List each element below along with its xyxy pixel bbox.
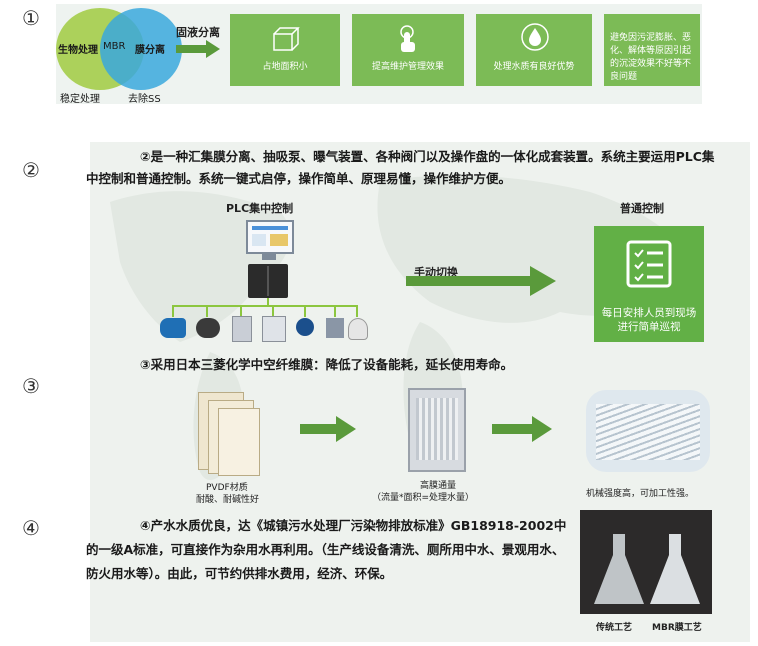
s3-arrow1-head — [336, 416, 356, 442]
caption-high-flux: 高膜通量 — [420, 481, 457, 491]
manual-switch-arrow-body — [406, 276, 530, 286]
caption-traditional-process: 传统工艺 — [596, 623, 633, 633]
s1-arrow-body — [176, 45, 206, 53]
bus-drop — [206, 305, 208, 317]
caption-mbr-process: MBR膜工艺 — [652, 623, 702, 633]
section-number-1: ① — [22, 6, 40, 30]
s3-arrow2-body — [492, 424, 532, 434]
caption-flux-formula: （流量*面积=处理水量） — [372, 493, 475, 503]
section3-paragraph: ③采用日本三菱化学中空纤维膜：降低了设备能耗，延长使用寿命。 — [140, 357, 514, 372]
section-number-4: ④ — [22, 516, 40, 540]
venn-label-left: 生物处理 — [58, 45, 98, 56]
caption-pvdf-resistance: 耐酸、耐碱性好 — [196, 495, 260, 505]
bus-drop — [172, 305, 174, 317]
venn-circle-membrane — [100, 8, 182, 90]
venn-label-center: MBR — [103, 41, 126, 52]
venn-label-below-right: 去除SS — [128, 94, 161, 105]
feature-label-sludge: 避免因污泥膨胀、恶化、解体等原因引起的沉淀效果不好等不良问题 — [610, 33, 692, 82]
monitor-icon — [246, 220, 294, 254]
cube-icon — [273, 27, 300, 51]
membrane-module-image — [198, 392, 260, 476]
plc-control-label: PLC集中控制 — [226, 202, 294, 215]
feature-box-sludge: 避免因污泥膨胀、恶化、解体等原因引起的沉淀效果不好等不良问题 — [604, 14, 700, 86]
water-drop-icon — [521, 23, 549, 51]
feature-box-water-quality: 处理水质有良好优势 — [476, 14, 592, 86]
panel-icon — [262, 316, 286, 342]
venn-label-right: 膜分离 — [135, 45, 165, 56]
manual-control-text: 每日安排人员到现场进行简单巡视 — [601, 307, 697, 333]
feature-label-footprint: 占地面积小 — [262, 62, 308, 72]
manual-switch-arrow-head — [530, 266, 556, 296]
feature-label-water-quality: 处理水质有良好优势 — [493, 62, 575, 72]
section4-paragraph: ④产水水质优良，达《城镇污水处理厂污染物排放标准》GB18918-2002中的一… — [86, 518, 567, 581]
membrane-fiber-image — [586, 390, 710, 472]
bus-drop — [240, 305, 242, 317]
valve-icon — [326, 318, 344, 338]
monitor-stand — [262, 254, 276, 260]
water-comparison-photo — [580, 510, 712, 614]
bus-drop — [304, 305, 306, 317]
checklist-icon — [626, 240, 672, 288]
manual-control-box: 每日安排人员到现场进行简单巡视 — [594, 226, 704, 342]
meter-icon — [296, 318, 314, 336]
tank-icon — [232, 316, 252, 342]
section2-paragraph: ②是一种汇集膜分离、抽吸泵、曝气装置、各种阀门以及操作盘的一体化成套装置。系统主… — [86, 149, 715, 186]
feature-label-maintenance: 提高维护管理效果 — [371, 62, 444, 72]
venn-label-below-left: 稳定处理 — [60, 94, 100, 105]
manual-control-label: 普通控制 — [620, 202, 664, 215]
bus-line-vertical — [267, 298, 269, 306]
bus-drop — [334, 305, 336, 317]
section-number-3: ③ — [22, 374, 40, 398]
caption-pvdf: PVDF材质 — [206, 483, 248, 493]
blower-icon — [196, 318, 220, 338]
control-cabinet-icon — [248, 264, 288, 298]
section-number-2: ② — [22, 158, 40, 182]
feature-box-footprint: 占地面积小 — [230, 14, 340, 86]
caption-mechanical-strength: 机械强度高，可加工性强。 — [586, 489, 695, 499]
flask-traditional — [594, 534, 644, 604]
membrane-rack-image — [408, 388, 466, 472]
bus-drop — [272, 305, 274, 317]
s3-arrow1-body — [300, 424, 336, 434]
feature-box-maintenance: 提高维护管理效果 — [352, 14, 464, 86]
touch-icon — [400, 25, 415, 52]
s1-arrow-head — [206, 40, 220, 58]
camera-icon — [348, 318, 368, 340]
manual-switch-label: 手动切换 — [414, 266, 458, 279]
bus-drop — [356, 305, 358, 317]
s3-arrow2-head — [532, 416, 552, 442]
flask-mbr — [650, 534, 700, 604]
s1-arrow-label: 固液分离 — [176, 26, 220, 39]
pump-icon — [160, 318, 186, 338]
bus-line-horizontal — [172, 305, 358, 307]
